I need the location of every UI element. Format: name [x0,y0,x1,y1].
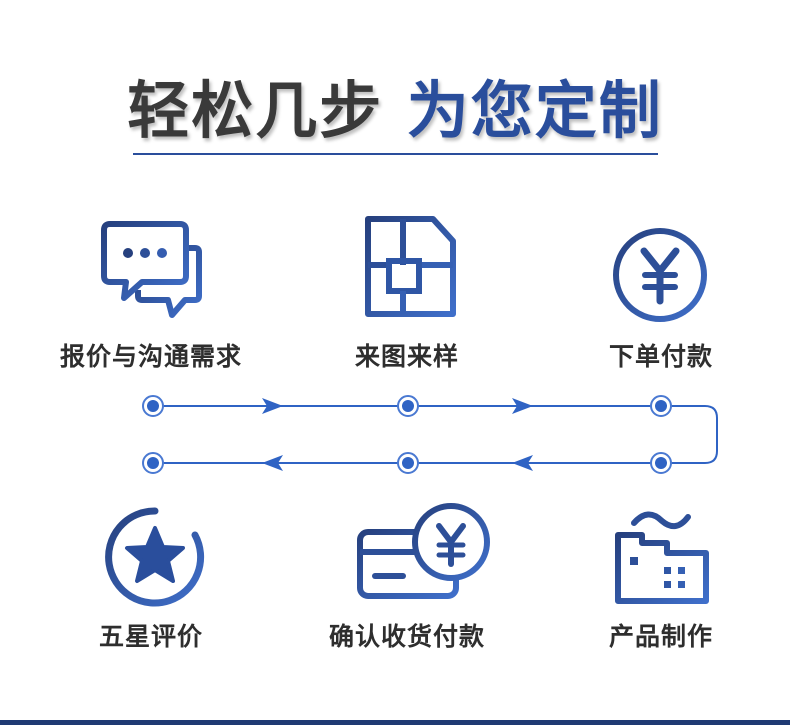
flow-arrow-left [512,455,533,471]
flow-node [650,452,672,474]
step-label-sample: 来图来样 [354,342,459,371]
title-part-dark: 轻松几步 [127,74,384,147]
flow-node [142,452,164,474]
flow-node [142,395,164,417]
star-badge-icon [105,507,205,607]
flow-line [153,405,718,464]
floor-plan-icon [365,216,456,317]
step-label-production: 产品制作 [608,622,713,651]
card-yuan-icon [357,503,490,599]
flow-node [397,395,419,417]
step-label-five-star: 五星评价 [98,622,203,651]
factory-icon [615,511,709,604]
flow-arrow-right [262,398,283,414]
title-part-blue: 为您定制 [406,74,663,147]
step-label-quote: 报价与沟通需求 [59,342,242,371]
step-label-confirm-receipt: 确认收货付款 [328,622,485,651]
flow-arrow-left [262,455,283,471]
flow-arrow-right [512,398,533,414]
title-underline [133,153,658,155]
yuan-coin-icon [613,228,707,322]
flow-node [397,452,419,474]
step-label-order-pay: 下单付款 [608,342,713,371]
bottom-accent-bar [0,720,790,725]
chat-bubbles-icon [101,221,202,318]
flow-node [650,395,672,417]
page-title: 轻松几步 为您定制 [0,72,790,150]
